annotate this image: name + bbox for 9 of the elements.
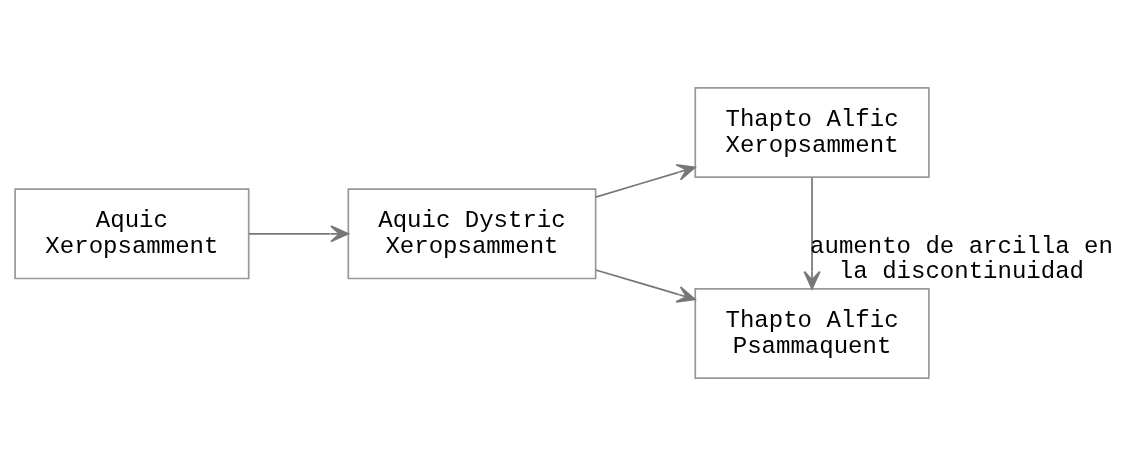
node-box: Aquic Xeropsamment bbox=[14, 187, 250, 279]
arrow bbox=[594, 163, 696, 198]
arrow bbox=[803, 176, 821, 290]
edge-label: aumento de arcilla en la discontinuidad bbox=[810, 232, 1113, 285]
arrow bbox=[594, 268, 696, 303]
node-box: Thapto Alfic Psammaquent bbox=[694, 287, 930, 379]
node-box: Thapto Alfic Xeropsamment bbox=[694, 86, 930, 178]
node-box: Aquic Dystric Xeropsamment bbox=[347, 187, 597, 279]
arrow bbox=[248, 224, 349, 242]
